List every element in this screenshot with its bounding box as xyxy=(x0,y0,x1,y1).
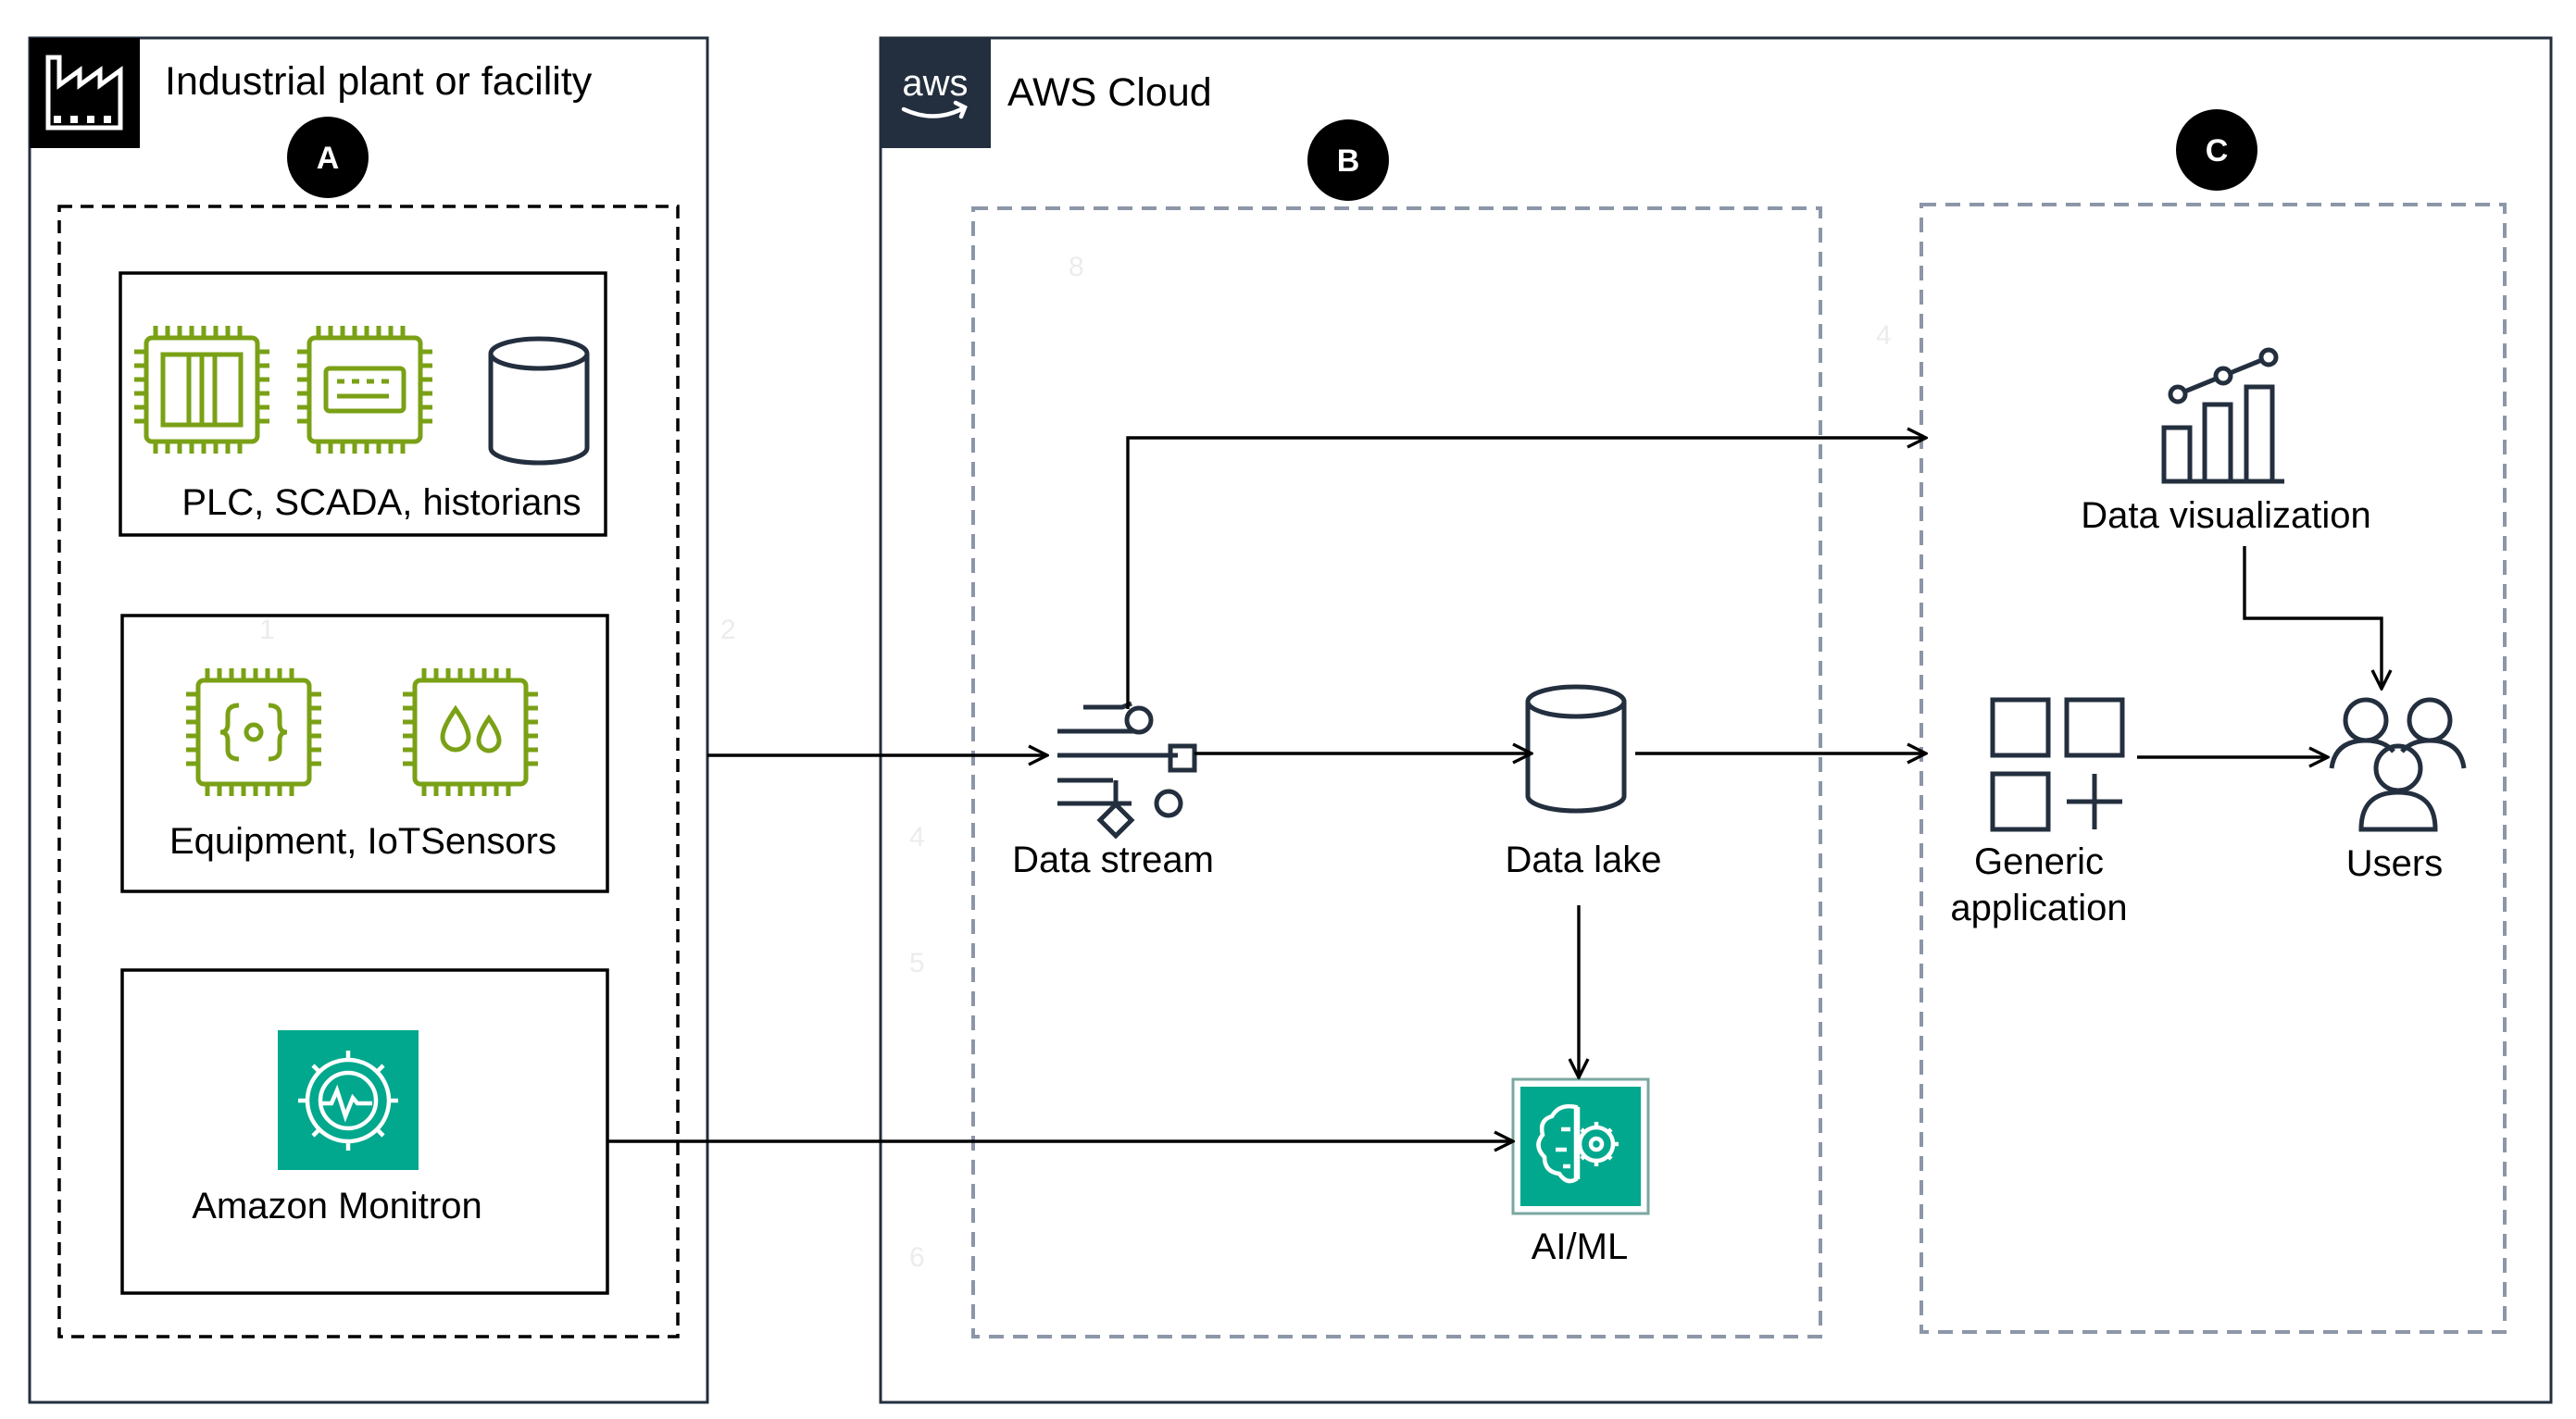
faint-number: 4 xyxy=(1876,320,1892,351)
generic-application-label-1: Generic xyxy=(1974,841,2104,882)
arrow-visualization-to-users xyxy=(2243,546,2382,689)
brain-gear-icon xyxy=(1536,1103,1619,1184)
data-lake-node: Data lake xyxy=(1506,684,1662,880)
faint-number: 6 xyxy=(909,1242,925,1273)
source-plc-scada: PLC, SCADA, historians xyxy=(119,271,607,537)
aws-cloud-group: aws AWS Cloud B C 8 4 1 2 4 5 6 xyxy=(259,36,2553,1404)
data-stream-node: Data stream xyxy=(1012,701,1214,880)
data-lake-database-icon xyxy=(1525,684,1627,814)
faint-number: 1 xyxy=(259,615,275,645)
source-equipment-sensors: Equipment, IoTSensors xyxy=(120,614,609,893)
ingestion-dashed-group xyxy=(971,206,1822,1338)
plant-border xyxy=(28,36,709,1404)
connectors xyxy=(607,438,2382,1141)
data-stream-label: Data stream xyxy=(1012,840,1214,880)
data-visualization-label: Data visualization xyxy=(2081,495,2371,536)
plant-group: Industrial plant or facility A xyxy=(28,36,709,1404)
faint-number: 8 xyxy=(1069,252,1084,282)
svg-text:C: C xyxy=(2206,133,2229,168)
aiml-label: AI/ML xyxy=(1532,1226,1628,1267)
source-label-equipment: Equipment, IoTSensors xyxy=(169,821,556,862)
data-stream-icon xyxy=(1057,701,1197,840)
application-grid-icon xyxy=(1990,697,2125,832)
aws-logo-text: aws xyxy=(902,63,968,104)
faint-number: 2 xyxy=(720,615,736,645)
data-visualization-node: Data visualization xyxy=(2081,347,2371,536)
svg-text:B: B xyxy=(1337,143,1360,179)
aws-cloud-border xyxy=(879,36,2553,1404)
plant-title: Industrial plant or facility xyxy=(165,59,593,104)
badge-c: C xyxy=(2176,109,2257,191)
scada-chip-icon xyxy=(297,326,432,454)
generic-application-node: Generic application xyxy=(1950,697,2128,928)
plc-chip-icon xyxy=(134,326,269,454)
badge-a: A xyxy=(287,117,369,198)
users-label: Users xyxy=(2346,843,2443,884)
monitron-gear-icon xyxy=(298,1051,398,1151)
generic-application-label-2: application xyxy=(1950,888,2127,928)
aws-cloud-title: AWS Cloud xyxy=(1007,70,1212,115)
data-lake-label: Data lake xyxy=(1506,840,1662,880)
consumption-dashed-group xyxy=(1919,203,2507,1334)
svg-text:A: A xyxy=(317,141,340,176)
arrow-data-stream-to-visualization xyxy=(1126,438,1926,709)
users-node: Users xyxy=(2329,697,2467,884)
source-label-monitron: Amazon Monitron xyxy=(192,1186,481,1226)
equipment-chip-icon xyxy=(186,668,321,796)
plant-inner-dashed-border xyxy=(57,205,680,1338)
aws-logo-bg xyxy=(881,38,991,148)
bar-chart-icon xyxy=(2161,347,2284,484)
source-label-plc: PLC, SCADA, historians xyxy=(181,482,581,523)
badge-b: B xyxy=(1307,119,1389,201)
faint-number: 4 xyxy=(909,822,925,853)
aws-smile-icon xyxy=(901,100,968,119)
source-monitron: Amazon Monitron xyxy=(120,968,609,1295)
aiml-node: AI/ML xyxy=(1511,1077,1650,1267)
factory-icon xyxy=(45,55,123,131)
historian-database-icon xyxy=(488,336,590,466)
users-icon xyxy=(2329,697,2467,832)
faint-number: 5 xyxy=(909,948,925,978)
iot-sensor-chip-icon xyxy=(403,668,538,796)
